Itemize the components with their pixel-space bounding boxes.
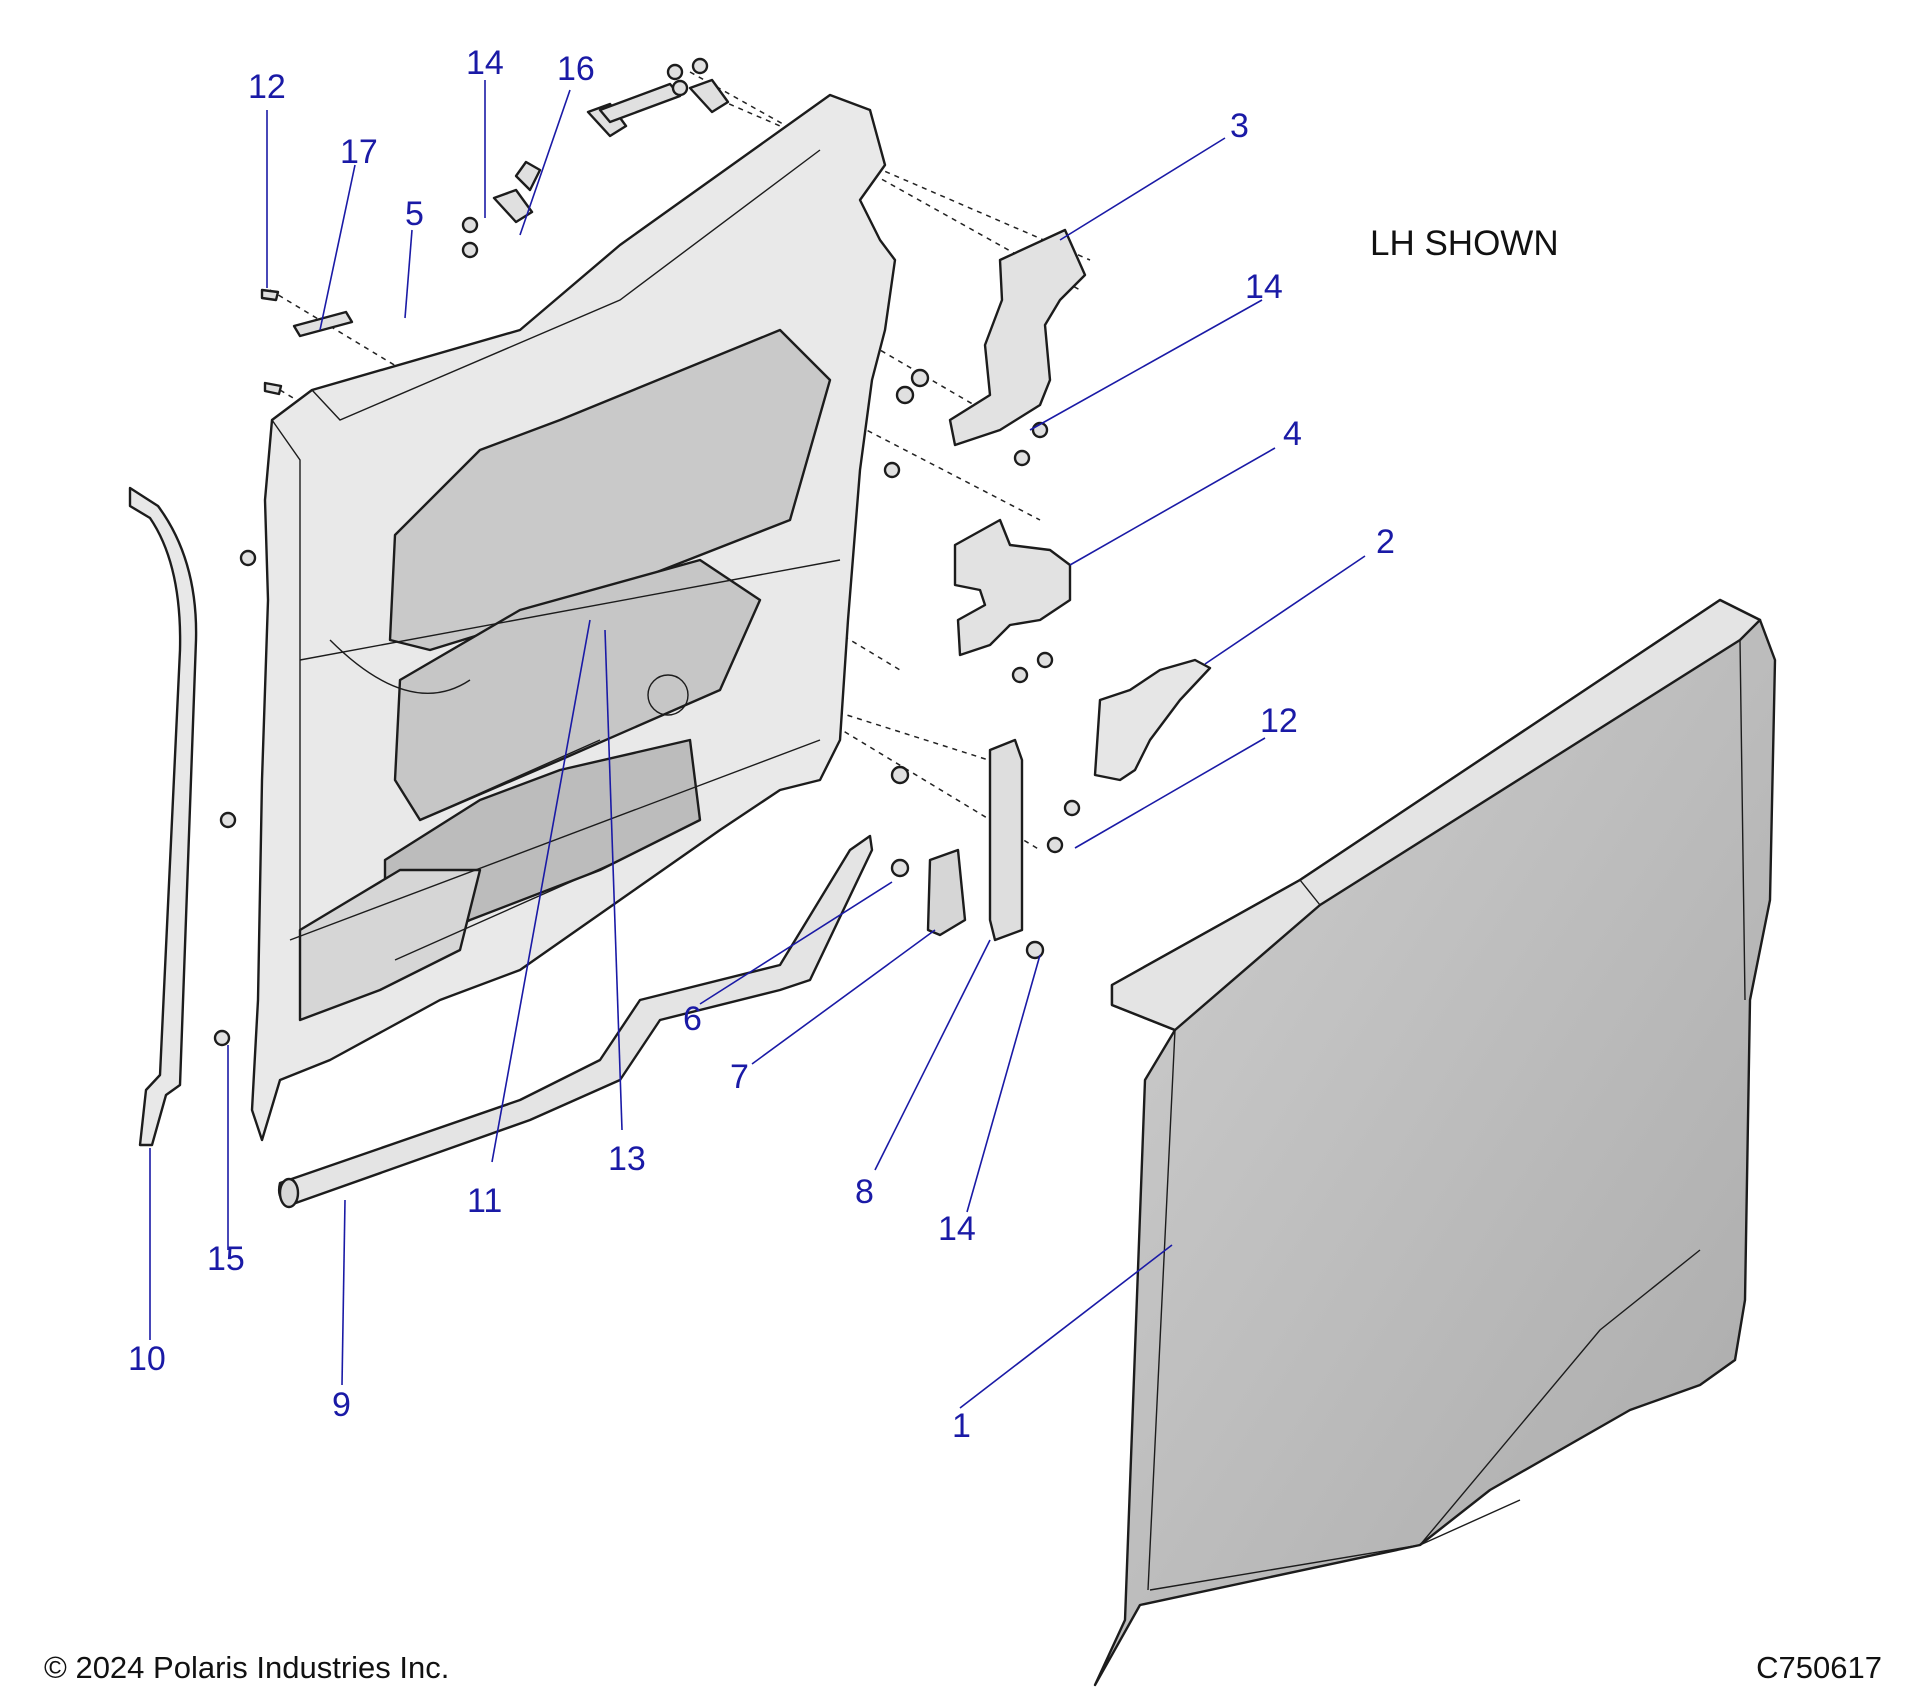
callout-2: 2	[1376, 523, 1395, 561]
callout-14-top: 14	[466, 44, 504, 82]
latch-part	[926, 848, 967, 937]
upper-hinge-part	[948, 228, 1087, 447]
lower-hinge-part	[953, 518, 1072, 657]
striker-bracket-part	[988, 738, 1024, 942]
seal-strip-part	[128, 486, 198, 1147]
callout-14-bottom: 14	[938, 1210, 976, 1248]
callout-14-right: 14	[1245, 268, 1283, 306]
leader-lines	[149, 80, 1366, 1409]
callout-15: 15	[207, 1240, 245, 1278]
callout-7: 7	[730, 1058, 749, 1096]
callout-10: 10	[128, 1340, 166, 1378]
callout-5: 5	[405, 195, 424, 233]
view-label: LH SHOWN	[1370, 224, 1559, 263]
callout-1: 1	[952, 1407, 971, 1445]
callout-12-right: 12	[1260, 702, 1298, 740]
drawing-code: C750617	[1756, 1650, 1882, 1685]
callout-13: 13	[608, 1140, 646, 1178]
hardware-group	[213, 57, 1081, 1047]
callout-11: 11	[467, 1182, 502, 1220]
callout-17: 17	[340, 133, 378, 171]
latch-handle-part	[1093, 658, 1212, 782]
callout-3: 3	[1230, 107, 1249, 145]
callout-4: 4	[1283, 415, 1302, 453]
callout-8: 8	[855, 1173, 874, 1211]
callout-16: 16	[557, 50, 595, 88]
callout-6: 6	[683, 1000, 702, 1038]
callout-labels: 1 2 3 4 5 6 7 8 9 10 11 12 12 13 14 14 1…	[128, 44, 1395, 1445]
copyright-notice: © 2024 Polaris Industries Inc.	[44, 1650, 450, 1685]
callout-9: 9	[332, 1386, 351, 1424]
callout-12-top: 12	[248, 68, 286, 106]
door-frame-part	[250, 93, 897, 1142]
outer-door-panel-part	[1093, 598, 1777, 1687]
